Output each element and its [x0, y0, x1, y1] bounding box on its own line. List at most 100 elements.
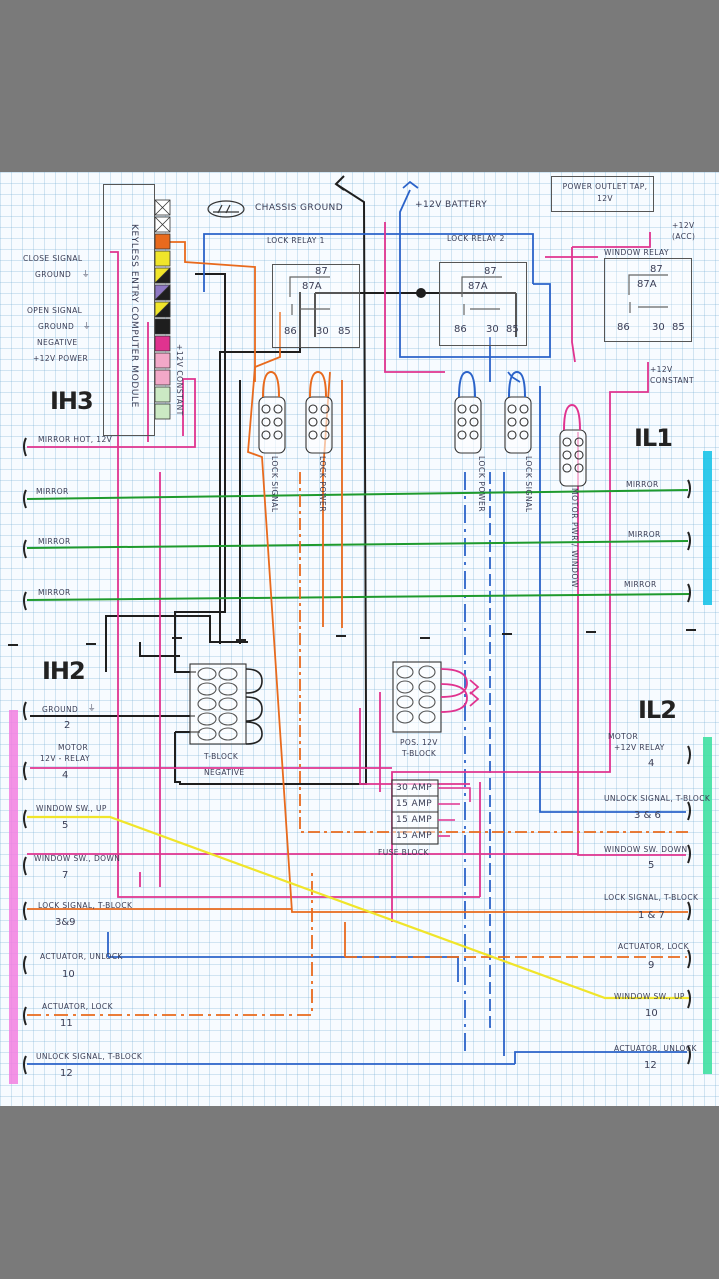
relay-2: [439, 262, 527, 346]
right-mirror-1: Mirror: [626, 480, 659, 489]
black-wires: [30, 175, 517, 785]
relay-contacts: [289, 274, 668, 315]
fuse-15-amp-3: 15 Amp: [396, 831, 433, 841]
left-actuator-lock-num: 11: [60, 1018, 73, 1029]
fuse-15-amp-2: 15 Amp: [396, 815, 433, 825]
left-actuator-unlock-num: 10: [62, 969, 75, 980]
keyless-module: [103, 184, 155, 436]
relay-3: [604, 258, 692, 342]
ground-icon: ⏚: [82, 269, 90, 278]
pin-ground-1: Ground: [35, 270, 72, 279]
connector-ih2: IH2: [42, 657, 86, 685]
right-window-down: Window Sw. Down: [604, 845, 688, 854]
relay-2-pin-30: 30: [486, 324, 499, 335]
fuse-15-amp-1: 15 Amp: [396, 799, 433, 809]
power-outlet-label: Power Outlet Tap, 12v: [562, 182, 648, 203]
right-unlock-signal-num: 3 & 6: [634, 810, 661, 821]
t-block-neg-label: T-Block: [204, 752, 239, 761]
right-motor-num: 4: [648, 758, 655, 769]
connector-2: [305, 370, 333, 454]
right-actuator-unlock-num: 12: [644, 1060, 657, 1071]
orange-wires: [27, 241, 688, 1016]
relay-1-pin-87: 87: [315, 266, 328, 277]
green-wires: [26, 489, 691, 601]
positive-t-block: [392, 661, 468, 733]
left-mirror-hot: Mirror Hot, 12v: [38, 435, 113, 444]
relay-3-pin-87: 87: [650, 264, 663, 275]
relay-3-pin-87a: 87a: [637, 279, 657, 290]
connector-1: [258, 370, 286, 454]
chassis-ground-label: Chassis Ground: [255, 203, 344, 213]
right-actuator-lock: Actuator, Lock: [618, 942, 689, 951]
right-window-up-num: 10: [645, 1008, 658, 1019]
relay-1-pin-86: 86: [284, 326, 297, 337]
fuse-block-label: Fuse Block: [378, 848, 429, 857]
connector-label-lock-power-2: Lock Power: [477, 456, 486, 513]
connector-3: [454, 370, 482, 454]
left-actuator-lock: Actuator, Lock: [42, 1002, 113, 1011]
connector-label-lock-signal-2: Lock Signal: [524, 456, 533, 513]
connector-il2: IL2: [638, 696, 677, 724]
left-motor-relay: 12v - Relay: [40, 754, 90, 763]
right-mirror-2: Mirror: [628, 530, 661, 539]
relay-3-pin-85: 85: [672, 322, 685, 333]
ground-icon: ⏚: [88, 703, 96, 712]
module-unlit: +12v constant: [175, 344, 184, 416]
relay-1: [272, 264, 360, 348]
acc-label: +12v (ACC): [672, 221, 696, 241]
relay-2-pin-85: 85: [506, 324, 519, 335]
pin-close-signal: Close Signal: [23, 254, 83, 263]
left-lock-signal: Lock Signal, T-Block: [38, 901, 133, 910]
pos-12v-label: Pos. 12v: [400, 738, 438, 747]
pin-12v-power: +12v Power: [33, 354, 89, 363]
fuse-30-amp: 30 Amp: [396, 783, 433, 793]
fuse-block: [391, 779, 471, 845]
relay-3-pin-30: 30: [652, 322, 665, 333]
relay-3-pin-86: 86: [617, 322, 630, 333]
right-unlock-signal: Unlock Signal, T-Block: [604, 794, 711, 803]
connector-label-lock-power: Lock Power: [318, 456, 327, 513]
pin-negative: Negative: [37, 338, 78, 347]
wiring-diagram: [8, 175, 712, 1084]
connector-4: [504, 370, 532, 454]
relay-2-pin-87: 87: [484, 266, 497, 277]
left-mirror-1: Mirror: [36, 487, 69, 496]
relay-1-pin-30: 30: [316, 326, 329, 337]
relay-2-title: Lock Relay 2: [447, 234, 505, 243]
relay-3-title: Window Relay: [604, 248, 669, 257]
pin-ground-2: Ground: [38, 322, 75, 331]
right-lock-signal: Lock Signal, T-Block: [604, 893, 699, 902]
right-mirror-3: Mirror: [624, 580, 657, 589]
connector-5: [559, 403, 587, 487]
left-unlock-signal: Unlock Signal, T-Block: [36, 1052, 143, 1061]
negative-t-block: [189, 663, 263, 745]
relay-1-pin-85: 85: [338, 326, 351, 337]
relay-2-pin-86: 86: [454, 324, 467, 335]
tab-il2: [703, 737, 712, 1074]
relay-1-title: Lock Relay 1: [267, 236, 325, 245]
left-ground: Ground: [42, 705, 79, 714]
chassis-ground-icon: [207, 200, 245, 218]
left-unlock-signal-num: 12: [60, 1068, 73, 1079]
left-mirror-3: Mirror: [38, 588, 71, 597]
constant-label: +12v Constant: [650, 365, 695, 385]
relay-1-pin-87a: 87a: [302, 281, 322, 292]
left-mirror-2: Mirror: [38, 537, 71, 546]
yellow-wires: [27, 815, 690, 1000]
diagram-paper: Keyless Entry Computer Module +12v const…: [0, 172, 719, 1106]
battery-label: +12v Battery: [415, 200, 488, 210]
pos-t-block-label: T-Block: [402, 749, 437, 758]
connector-il1: IL1: [634, 424, 673, 452]
tab-ih2: [9, 710, 18, 1084]
connector-ih3: IH3: [50, 387, 94, 415]
right-window-down-num: 5: [648, 860, 655, 871]
cut-marks: [8, 629, 696, 646]
left-terminal-marks: [23, 437, 27, 1075]
ground-icon: ⏚: [83, 321, 91, 330]
wire-connectors: [258, 370, 587, 487]
power-outlet-box: [551, 176, 654, 212]
connector-label-lock-signal: Lock Signal: [270, 456, 279, 513]
left-actuator-unlock: Actuator, Unlock: [40, 952, 123, 961]
connector-label-motor-window: Motor Pwr / Window: [570, 488, 579, 589]
left-ground-num: 2: [64, 720, 71, 731]
